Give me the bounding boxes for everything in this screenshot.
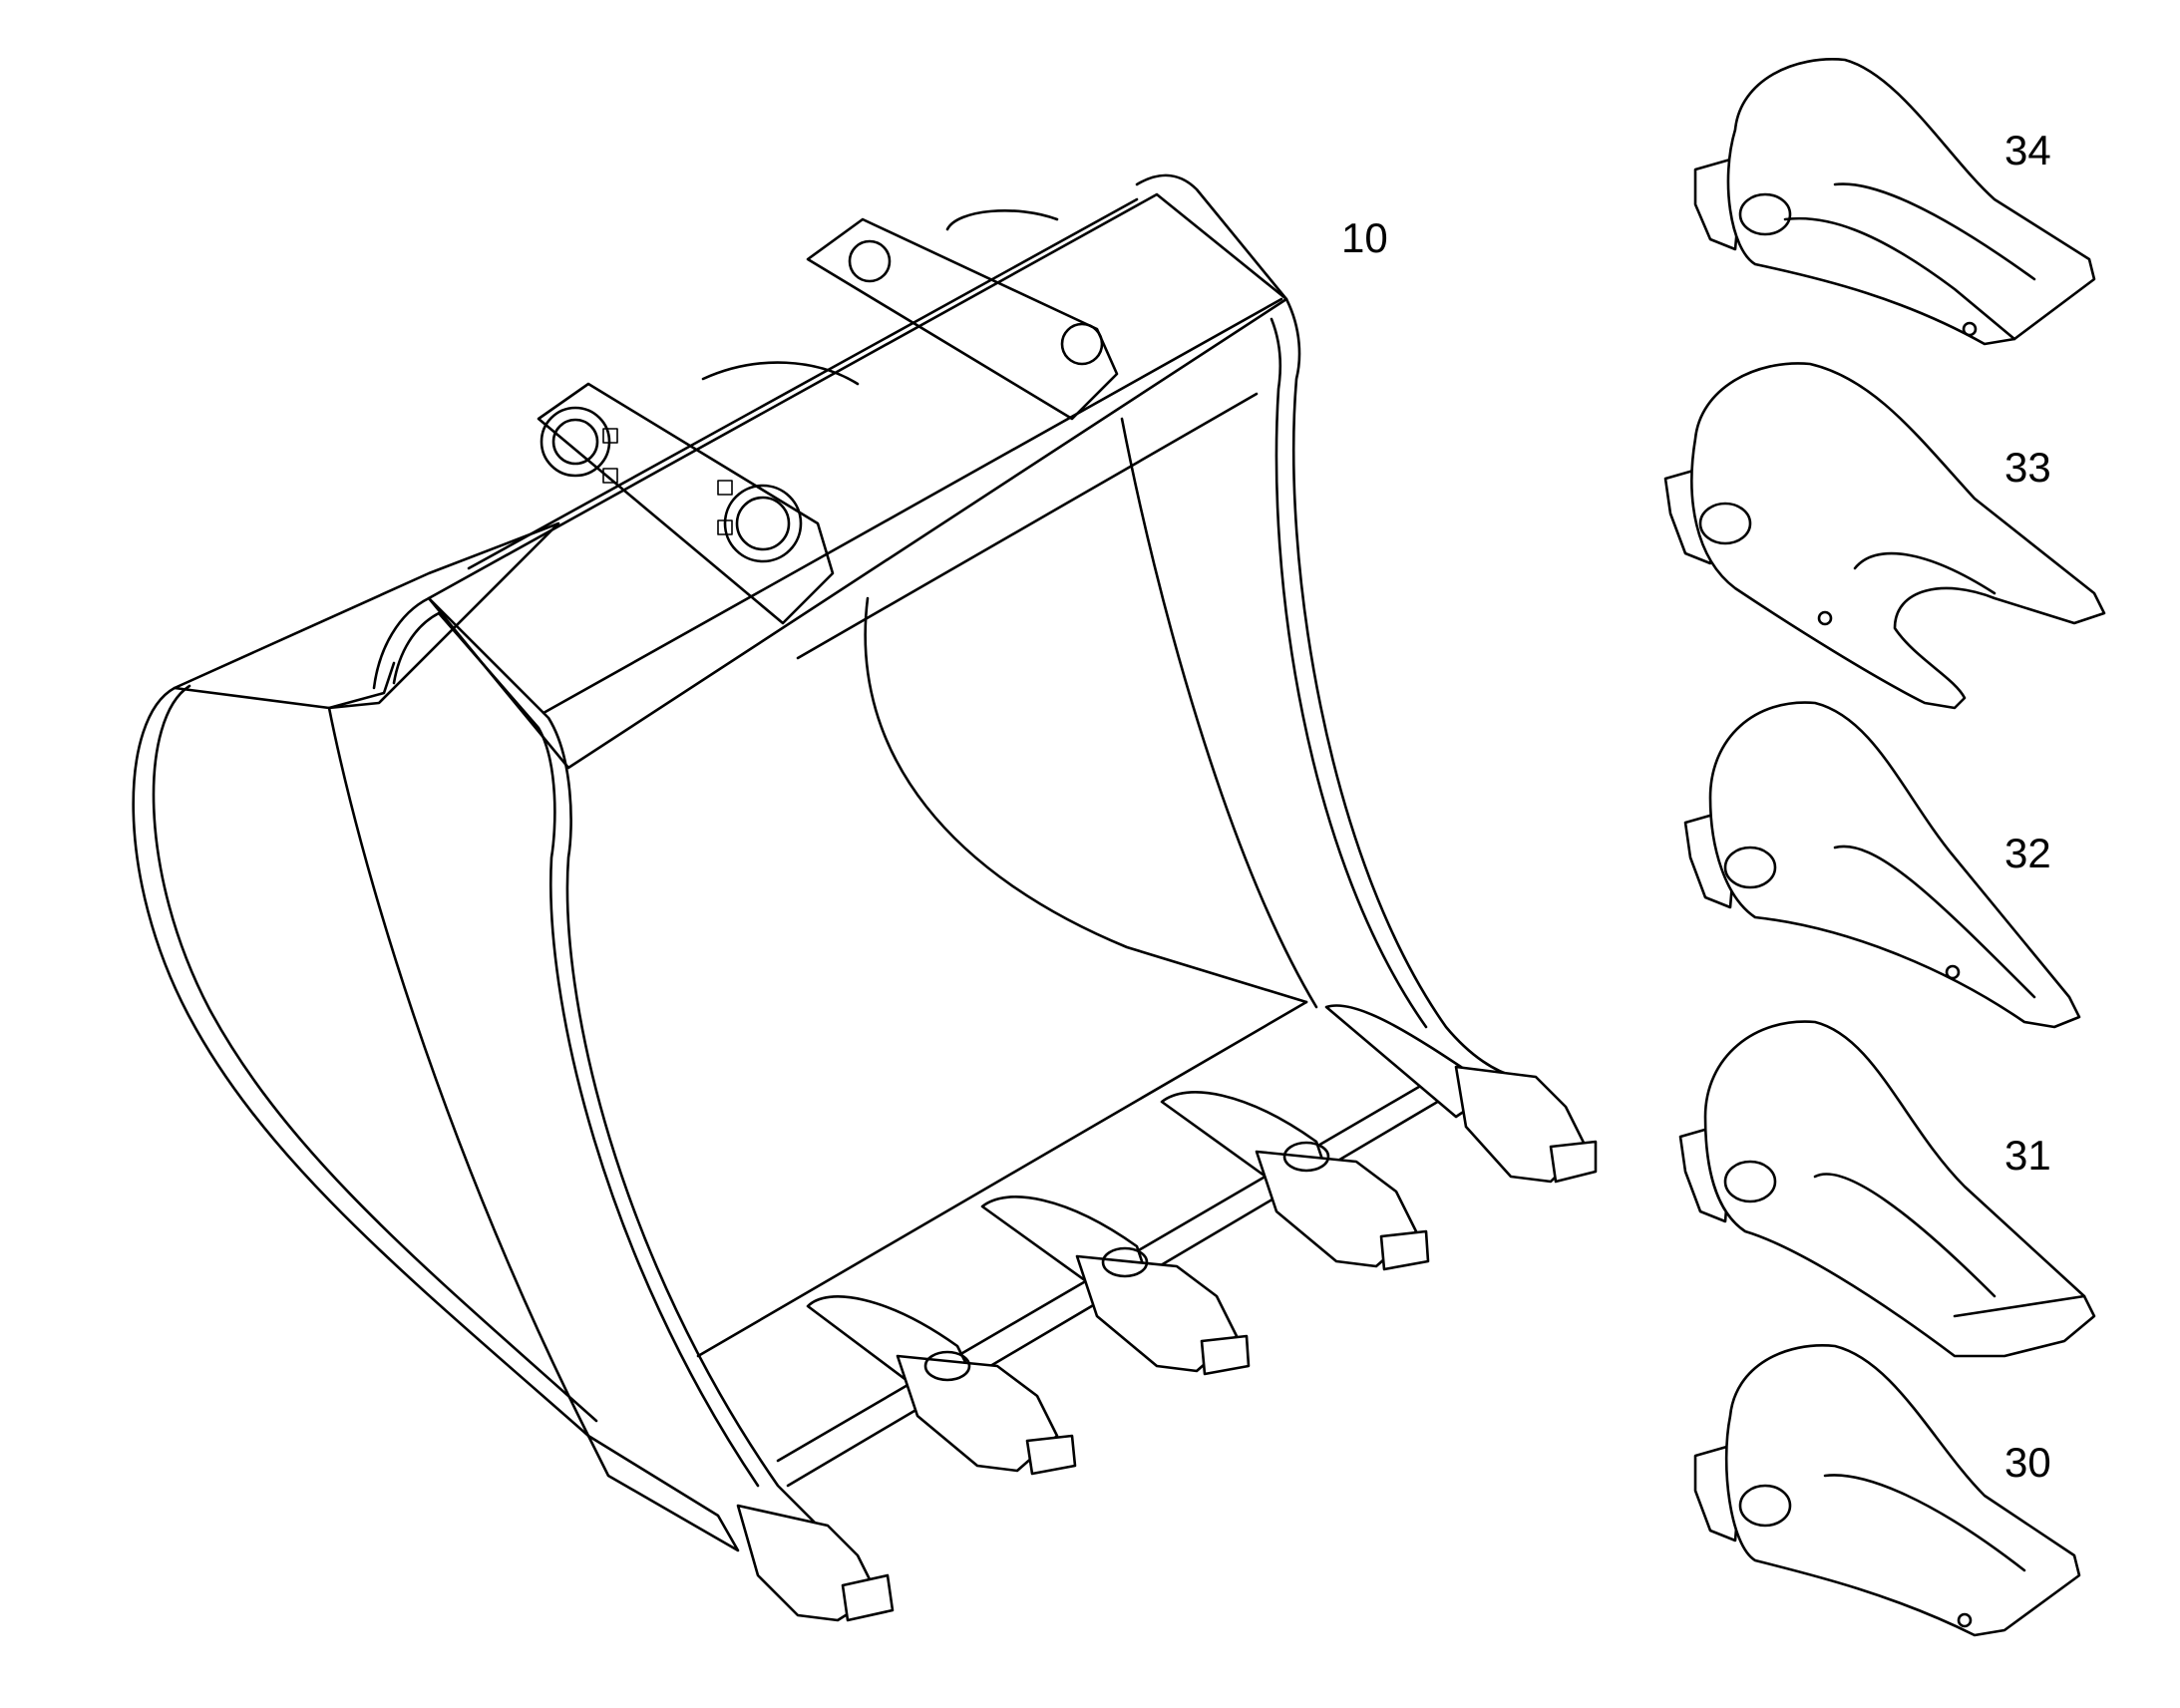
excavator-bucket	[132, 173, 1598, 1622]
bucket-top-beam-lower-edge	[542, 297, 1283, 715]
bucket-right-side-plate	[1135, 173, 1518, 1079]
grease-nipple-3	[717, 480, 733, 496]
bucket-tooth-4	[1160, 1091, 1430, 1271]
bucket-beam-fold	[796, 392, 1259, 660]
grease-nipple-1	[602, 428, 618, 444]
bucket-left-wall-edge	[327, 706, 590, 1438]
bucket-top-lip	[173, 521, 560, 710]
tooth-32-drawing	[1683, 701, 2081, 1029]
callout-tooth-34: 34	[2004, 127, 2051, 173]
bucket-inner-floor-curve	[864, 596, 1308, 1004]
hinge-pin-hole-4	[1060, 322, 1104, 366]
hinge-pin-hole-2	[723, 484, 803, 563]
hinge-pin-hole-3	[848, 239, 892, 283]
bucket-back-shell	[132, 686, 590, 1438]
bucket-tooth-2	[806, 1295, 1077, 1476]
callout-tooth-32: 32	[2004, 830, 2051, 876]
hinge-pin-hole-1-inner	[551, 418, 599, 466]
bucket-inner-back-curve	[701, 361, 860, 386]
tooth-31-drawing	[1678, 1020, 2096, 1358]
bucket-top-lip-edge	[327, 661, 396, 710]
grease-nipple-4	[717, 519, 733, 535]
hinge-pin-hole-2-inner	[735, 496, 791, 551]
bucket-tooth-right-corner	[1324, 1004, 1598, 1184]
bucket-left-side-plate-inner	[392, 611, 760, 1488]
hinge-plate-front	[537, 382, 835, 625]
bucket-top-cylinder	[945, 209, 1059, 231]
bucket-tooth-3	[980, 1196, 1251, 1376]
hinge-plate-rear	[806, 217, 1119, 421]
tooth-33-drawing	[1663, 362, 2106, 710]
tooth-34-drawing	[1693, 58, 2096, 346]
bucket-top-beam	[427, 192, 1288, 770]
bucket-left-side-plate	[372, 596, 820, 1528]
bucket-tooth-left-corner	[586, 1434, 895, 1622]
callout-bucket-10: 10	[1341, 214, 1388, 261]
grease-nipple-2	[602, 468, 618, 484]
tooth-30-drawing	[1693, 1344, 2081, 1637]
hinge-pin-hole-1	[540, 406, 611, 478]
bucket-right-wall-edge	[1120, 417, 1318, 1009]
bucket-cutting-edge-top	[696, 1000, 1308, 1358]
bucket-right-side-plate-inner	[1270, 317, 1428, 1029]
callout-tooth-31: 31	[2004, 1132, 2051, 1179]
bucket-back-shell-inner	[152, 684, 598, 1423]
callout-tooth-33: 33	[2004, 444, 2051, 491]
callout-tooth-30: 30	[2004, 1439, 2051, 1486]
bucket-top-beam-upper-edge	[467, 197, 1139, 570]
